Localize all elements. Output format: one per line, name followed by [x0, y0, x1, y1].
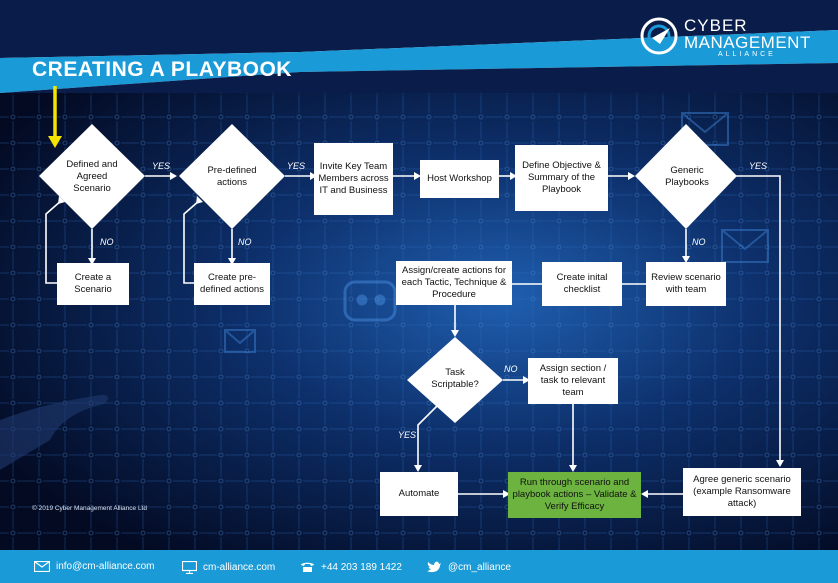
node-run: Run through scenario and playbook action… [508, 472, 641, 518]
decision-generic-label: Generic Playbooks [665, 165, 709, 188]
copyright: © 2019 Cyber Management Alliance Ltd [32, 505, 147, 512]
edge-label-yes: YES [749, 161, 768, 171]
decision-predefined-shape [179, 124, 285, 229]
logo-icon [640, 17, 678, 55]
footer-phone-text[interactable]: +44 203 189 1422 [321, 561, 402, 573]
node-checklist: Create inital checklist [542, 262, 622, 306]
edge-label-no: NO [692, 237, 706, 247]
logo-line3: ALLIANCE [718, 51, 776, 58]
edge-label-yes: YES [287, 161, 306, 171]
footer-web-text[interactable]: cm-alliance.com [203, 562, 276, 573]
footer-twitter[interactable]: @cm_alliance [427, 561, 511, 573]
edge-label-no: NO [100, 237, 114, 247]
decision-task-label: Task Scriptable? [431, 367, 479, 390]
decision-task-shape [407, 337, 503, 423]
monitor-icon [182, 561, 197, 574]
decision-defined-label: Defined and Agreed Scenario [66, 159, 118, 194]
twitter-icon [427, 561, 441, 573]
page-title: CREATING A PLAYBOOK [32, 58, 292, 81]
node-agree: Agree generic scenario (example Ransomwa… [683, 468, 801, 516]
footer-twitter-text[interactable]: @cm_alliance [448, 561, 511, 573]
decision-predefined-label: Pre-defined actions [207, 165, 257, 188]
decision-defined-shape [39, 124, 145, 229]
node-host: Host Workshop [420, 160, 499, 198]
footer: info@cm-alliance.com cm-alliance.com +44… [0, 549, 838, 583]
email-icon [34, 561, 50, 572]
logo-line1: CYBER [684, 16, 748, 35]
decision-generic-shape [635, 124, 737, 229]
node-automate: Automate [380, 472, 458, 516]
node-create-scenario: Create a Scenario [57, 263, 129, 305]
footer-web[interactable]: cm-alliance.com [182, 561, 275, 574]
node-assign-create: Assign/create actions for each Tactic, T… [396, 261, 512, 305]
node-create-predefined: Create pre-defined actions [194, 263, 270, 305]
edge-label-no: NO [238, 237, 252, 247]
logo-line2: MANAGEMENT [684, 33, 811, 52]
edge-label-yes: YES [398, 430, 417, 440]
footer-email-text[interactable]: info@cm-alliance.com [56, 561, 155, 572]
node-review: Review scenario with team [646, 262, 726, 306]
edge-label-no: NO [504, 364, 518, 374]
edge-label-yes: YES [152, 161, 171, 171]
node-invite: Invite Key Team Members across IT and Bu… [314, 143, 393, 215]
node-define: Define Objective & Summary of the Playbo… [515, 145, 608, 211]
footer-phone[interactable]: +44 203 189 1422 [300, 561, 402, 573]
footer-email[interactable]: info@cm-alliance.com [34, 561, 155, 572]
node-assign-section: Assign section / task to relevant team [528, 358, 618, 404]
phone-icon [301, 562, 314, 572]
